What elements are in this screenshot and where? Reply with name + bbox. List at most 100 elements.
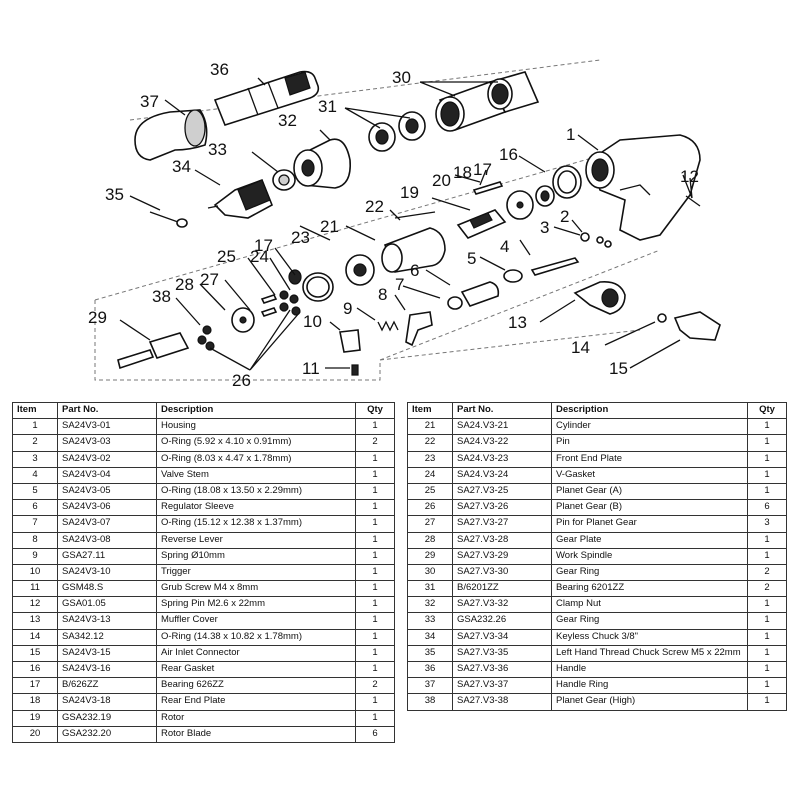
- cell-description: Cylinder: [551, 418, 748, 436]
- callout-34: 34: [172, 157, 191, 176]
- clamp-nut-part: [293, 138, 352, 189]
- header-item: Item: [12, 401, 58, 420]
- cell-item: 36: [407, 660, 453, 679]
- cell-description: Keyless Chuck 3/8": [551, 628, 748, 646]
- cell-item: 22: [407, 434, 453, 452]
- cell-part-no: SA24V3-15: [57, 644, 157, 663]
- regulator-sleeve-part: [460, 281, 500, 307]
- cell-part-no: SA27.V3-34: [452, 628, 552, 646]
- cell-part-no: GSA232.20: [57, 725, 157, 743]
- cell-description: Pin: [551, 434, 748, 452]
- header-item: Item: [407, 401, 453, 420]
- cell-qty: 1: [355, 466, 395, 484]
- cell-qty: 1: [355, 596, 395, 614]
- bearing-626-rear-part: [535, 185, 555, 207]
- table-header-row: Item Part No. Description Qty: [407, 401, 787, 420]
- cell-description: Gear Ring: [551, 563, 748, 582]
- header-description: Description: [551, 401, 748, 420]
- gear-plate-part: [231, 307, 255, 333]
- reverse-lever-part: [405, 311, 433, 347]
- cell-item: 27: [407, 515, 453, 533]
- cell-qty: 1: [355, 499, 395, 517]
- cell-description: Reverse Lever: [156, 531, 356, 549]
- cell-qty: 1: [355, 693, 395, 711]
- cell-part-no: SA27.V3-27: [452, 515, 552, 533]
- callout-17-rear: 17: [473, 160, 492, 179]
- cell-description: Regulator Sleeve: [156, 499, 356, 517]
- cell-qty: 6: [355, 725, 395, 743]
- cell-qty: 1: [355, 709, 395, 727]
- cell-qty: 1: [747, 660, 787, 679]
- cell-part-no: SA24V3-16: [57, 660, 157, 679]
- header-description: Description: [156, 401, 356, 420]
- cell-description: Rear End Plate: [156, 693, 356, 711]
- cell-description: Bearing 626ZZ: [156, 677, 356, 695]
- callout-21: 21: [320, 217, 339, 236]
- cell-item: 16: [12, 660, 58, 679]
- rear-end-plate-part: [506, 190, 534, 220]
- callout-33: 33: [208, 140, 227, 159]
- cell-description: Clamp Nut: [551, 596, 748, 614]
- bearing-6201-parts: [368, 111, 426, 152]
- cell-description: O-Ring (5.92 x 4.10 x 0.91mm): [156, 434, 356, 452]
- cell-description: Spring Pin M2.6 x 22mm: [156, 596, 356, 614]
- keyless-chuck-part: [207, 178, 274, 219]
- callout-10: 10: [303, 312, 322, 331]
- cell-qty: 2: [747, 563, 787, 582]
- trigger-part: [339, 329, 361, 353]
- cell-item: 12: [12, 596, 58, 614]
- cell-qty: 1: [355, 547, 395, 565]
- cell-item: 30: [407, 563, 453, 582]
- callout-4: 4: [500, 237, 509, 256]
- cell-item: 1: [12, 418, 58, 436]
- exploded-view-diagram: 1 2 3 4 5 6 7 8 9 10 11 12 13 14 15 16 1…: [88, 59, 721, 390]
- rear-gasket-part: [552, 165, 582, 199]
- cell-item: 11: [12, 580, 58, 598]
- cell-qty: 1: [355, 628, 395, 646]
- cell-part-no: SA24V3-10: [57, 563, 157, 582]
- cell-part-no: GSA232.26: [452, 612, 552, 630]
- cell-description: Muffler Cover: [156, 612, 356, 630]
- cell-qty: 1: [747, 628, 787, 646]
- cell-item: 10: [12, 563, 58, 582]
- cell-qty: 1: [355, 450, 395, 468]
- cell-item: 15: [12, 644, 58, 663]
- callout-38: 38: [152, 287, 171, 306]
- cell-qty: 1: [355, 644, 395, 663]
- cell-item: 25: [407, 482, 453, 501]
- table-header-row: Item Part No. Description Qty: [12, 401, 395, 420]
- callout-24: 24: [250, 247, 269, 266]
- cell-description: Work Spindle: [551, 547, 748, 565]
- cell-qty: 3: [747, 515, 787, 533]
- callout-32: 32: [278, 111, 297, 130]
- cell-qty: 1: [355, 660, 395, 679]
- planet-gear-high-parts: [197, 325, 215, 351]
- cell-part-no: B/626ZZ: [57, 677, 157, 695]
- planet-gear-parts: [279, 290, 301, 316]
- cell-part-no: SA24V3-05: [57, 482, 157, 501]
- cell-part-no: SA342.12: [57, 628, 157, 646]
- cell-description: Housing: [156, 418, 356, 436]
- cell-part-no: SA24.V3-21: [452, 418, 552, 436]
- callout-12: 12: [680, 167, 699, 186]
- o-ring-14-part: [657, 313, 667, 323]
- cell-part-no: SA27.V3-30: [452, 563, 552, 582]
- cell-part-no: GSA27.11: [57, 547, 157, 565]
- work-spindle-part: [117, 332, 190, 370]
- cell-part-no: SA24.V3-23: [452, 450, 552, 468]
- cell-description: Rear Gasket: [156, 660, 356, 679]
- cell-qty: 1: [355, 580, 395, 598]
- callout-18: 18: [453, 163, 472, 182]
- cell-item: 14: [12, 628, 58, 646]
- cell-part-no: SA24.V3-24: [452, 466, 552, 484]
